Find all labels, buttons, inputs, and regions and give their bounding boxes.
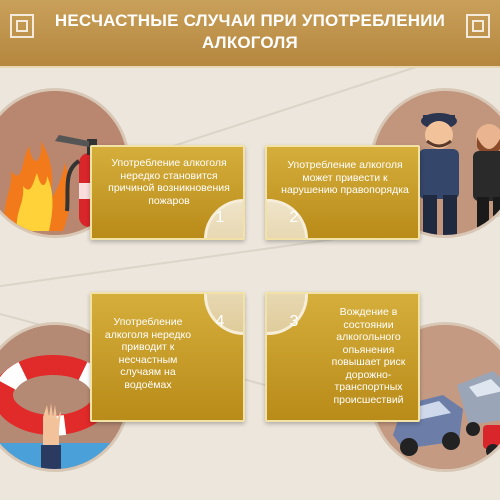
card-number: 2 xyxy=(289,209,299,226)
card-text: Употребление алкоголя может привести к н… xyxy=(281,159,409,196)
header-banner: НЕСЧАСТНЫЕ СЛУЧАИ ПРИ УПОТРЕБЛЕНИИ АЛКОГ… xyxy=(0,0,500,68)
info-card-4: 4 Употребление алкоголя нередко приводит… xyxy=(90,292,245,422)
car-crash-icon xyxy=(373,325,500,469)
ornament-icon xyxy=(466,14,490,38)
ornament-icon xyxy=(10,14,34,38)
info-card-2: Употребление алкоголя может привести к н… xyxy=(265,145,420,240)
card-text: Употребление алкоголя нередко становится… xyxy=(108,157,230,207)
card-text: Употребление алкоголя нередко приводит к… xyxy=(104,316,192,391)
card-number: 4 xyxy=(215,313,225,330)
card-number: 3 xyxy=(289,313,299,330)
card-number: 1 xyxy=(215,209,225,226)
page-title: НЕСЧАСТНЫЕ СЛУЧАИ ПРИ УПОТРЕБЛЕНИИ АЛКОГ… xyxy=(54,11,446,52)
info-card-1: Употребление алкоголя нередко становится… xyxy=(90,145,245,240)
card-text: Вождение в состоянии алкогольного опьяне… xyxy=(331,306,406,406)
info-card-3: 3 Вождение в состоянии алкогольного опья… xyxy=(265,292,420,422)
